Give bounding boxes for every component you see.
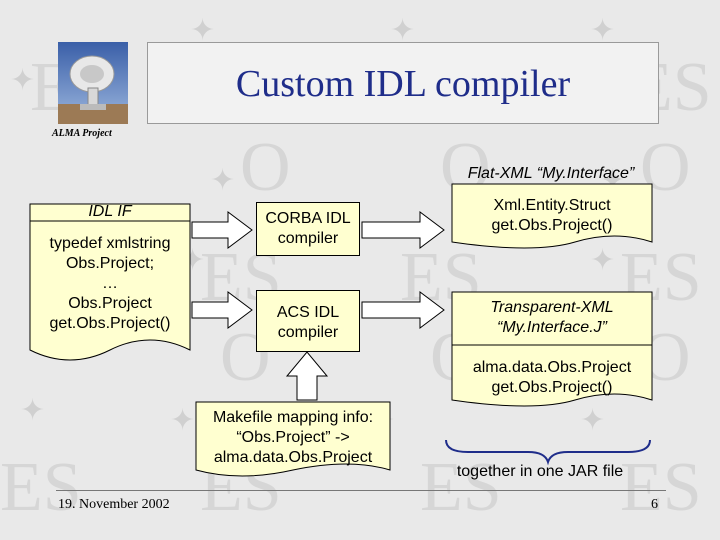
- arrow-acs-to-transparentxml: [361, 291, 445, 329]
- flat-xml-line: Xml.Entity.Struct: [493, 197, 611, 214]
- flat-xml-document-shape: [451, 183, 653, 249]
- flat-xml-label: Flat-XML “My.Interface”: [467, 165, 635, 182]
- idl-line: get.Obs.Project(): [49, 315, 171, 332]
- transparent-xml-line: “My.Interface.J”: [497, 319, 607, 336]
- acs-idl-compiler-box: ACS IDL compiler: [256, 290, 360, 352]
- transparent-xml-line: Transparent-XML: [490, 299, 614, 316]
- arrow-corba-to-flatxml: [361, 211, 445, 249]
- idl-line: typedef xmlstring: [49, 235, 171, 252]
- jar-note: together in one JAR file: [456, 463, 624, 480]
- svg-text:✦: ✦: [210, 163, 235, 198]
- arrow-idl-to-acs: [191, 291, 253, 329]
- corba-line: compiler: [277, 230, 339, 247]
- acs-line: ACS IDL: [276, 304, 340, 321]
- flat-xml-body: Xml.Entity.Struct get.Obs.Project(): [452, 196, 652, 236]
- svg-text:✦: ✦: [10, 63, 35, 98]
- logo-caption: ALMA Project: [52, 128, 112, 139]
- makefile-line: “Obs.Project” ->: [236, 429, 350, 446]
- jar-brace: [445, 439, 651, 466]
- title-frame: [147, 42, 659, 124]
- transparent-xml-title: Transparent-XML “My.Interface.J”: [452, 298, 652, 338]
- svg-text:✦: ✦: [170, 403, 195, 438]
- idl-body: typedef xmlstring Obs.Project; … Obs.Pro…: [30, 234, 190, 334]
- transparent-xml-document-shape: [451, 291, 653, 407]
- svg-text:✦: ✦: [20, 393, 45, 428]
- slide-title: Custom IDL compiler: [235, 63, 571, 105]
- svg-text:ES: ES: [620, 449, 702, 526]
- idl-document-shape: [29, 203, 191, 361]
- arrow-idl-to-corba: [191, 211, 253, 249]
- corba-idl-compiler-box: CORBA IDL compiler: [256, 202, 360, 256]
- svg-text:ES: ES: [0, 449, 82, 526]
- svg-text:✦: ✦: [580, 403, 605, 438]
- idl-heading: IDL IF: [88, 203, 132, 220]
- acs-line: compiler: [277, 324, 339, 341]
- transparent-xml-subline: alma.data.Obs.Project: [472, 359, 632, 376]
- svg-text:ES: ES: [420, 449, 502, 526]
- makefile-line: Makefile mapping info:: [212, 409, 374, 426]
- makefile-document-shape: [195, 401, 391, 477]
- transparent-xml-method: alma.data.Obs.Project get.Obs.Project(): [452, 358, 652, 398]
- makefile-mapping-text: Makefile mapping info: “Obs.Project” -> …: [196, 408, 390, 468]
- idl-line: Obs.Project: [68, 295, 152, 312]
- idl-line: …: [102, 275, 118, 292]
- idl-line: Obs.Project;: [65, 255, 155, 272]
- alma-antenna-logo: [58, 42, 128, 124]
- arrow-makefile-to-acs: [285, 351, 329, 401]
- corba-line: CORBA IDL: [265, 210, 351, 227]
- page-number: 6: [651, 497, 658, 512]
- makefile-line: alma.data.Obs.Project: [213, 449, 373, 466]
- footer-date: 19. November 2002: [58, 497, 170, 512]
- transparent-xml-subline: get.Obs.Project(): [491, 379, 613, 396]
- svg-text:O: O: [240, 129, 291, 206]
- svg-text:✦: ✦: [590, 243, 615, 278]
- flat-xml-line: get.Obs.Project(): [491, 217, 613, 234]
- footer-rule: [56, 490, 666, 491]
